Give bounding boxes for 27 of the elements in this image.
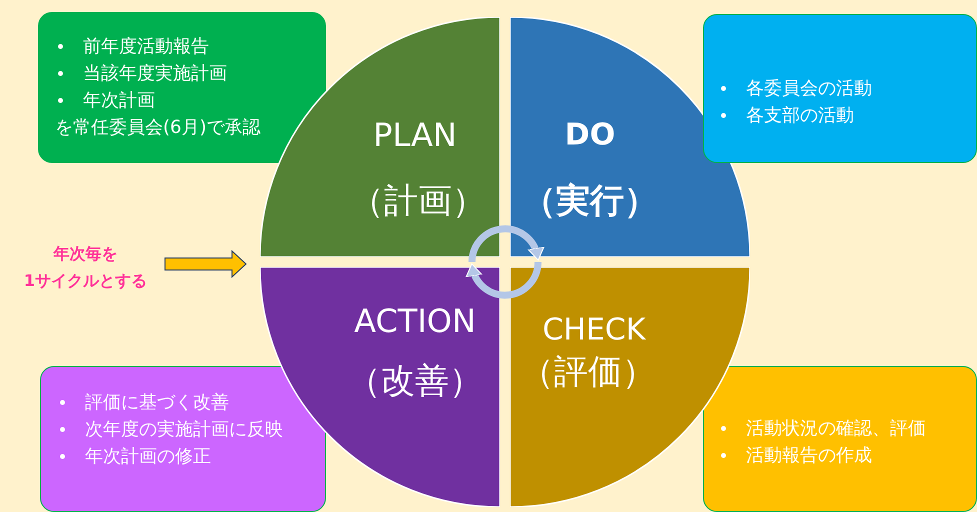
phase-subtitle: （実行） (522, 180, 658, 223)
phase-title: CHECK (542, 312, 646, 348)
note-card (40, 366, 326, 512)
phase-title: DO (564, 118, 616, 152)
bullet-item: 各支部の活動 (718, 102, 854, 129)
note-text: を常任委員会(6月)で承認 (55, 116, 260, 140)
phase-title: PLAN (373, 116, 457, 154)
cycle-arrow (466, 262, 542, 299)
bullet-item: 活動状況の確認、評価 (718, 415, 926, 442)
cycle-note: 年次毎を 1サイクルとする (22, 243, 148, 292)
phase-subtitle: （評価） (520, 351, 656, 394)
cycle-arrow (468, 225, 544, 262)
phase-subtitle: （計画） (350, 180, 486, 223)
phase-title: ACTION (354, 302, 476, 340)
note-card (703, 366, 977, 512)
phase-subtitle: （改善） (347, 360, 483, 403)
bullet-item: 評価に基づく改善 (57, 389, 229, 416)
note-card (703, 14, 977, 163)
bullet-item: 年次計画 (55, 87, 155, 114)
bullet-item: 活動報告の作成 (718, 442, 872, 469)
bullet-item: 各委員会の活動 (718, 75, 872, 102)
note-card (38, 12, 326, 163)
bullet-item: 当該年度実施計画 (55, 60, 227, 87)
bullet-item: 前年度活動報告 (55, 33, 209, 60)
bullet-item: 次年度の実施計画に反映 (57, 416, 283, 443)
bullet-item: 年次計画の修正 (57, 443, 211, 470)
block-arrow (164, 250, 247, 278)
